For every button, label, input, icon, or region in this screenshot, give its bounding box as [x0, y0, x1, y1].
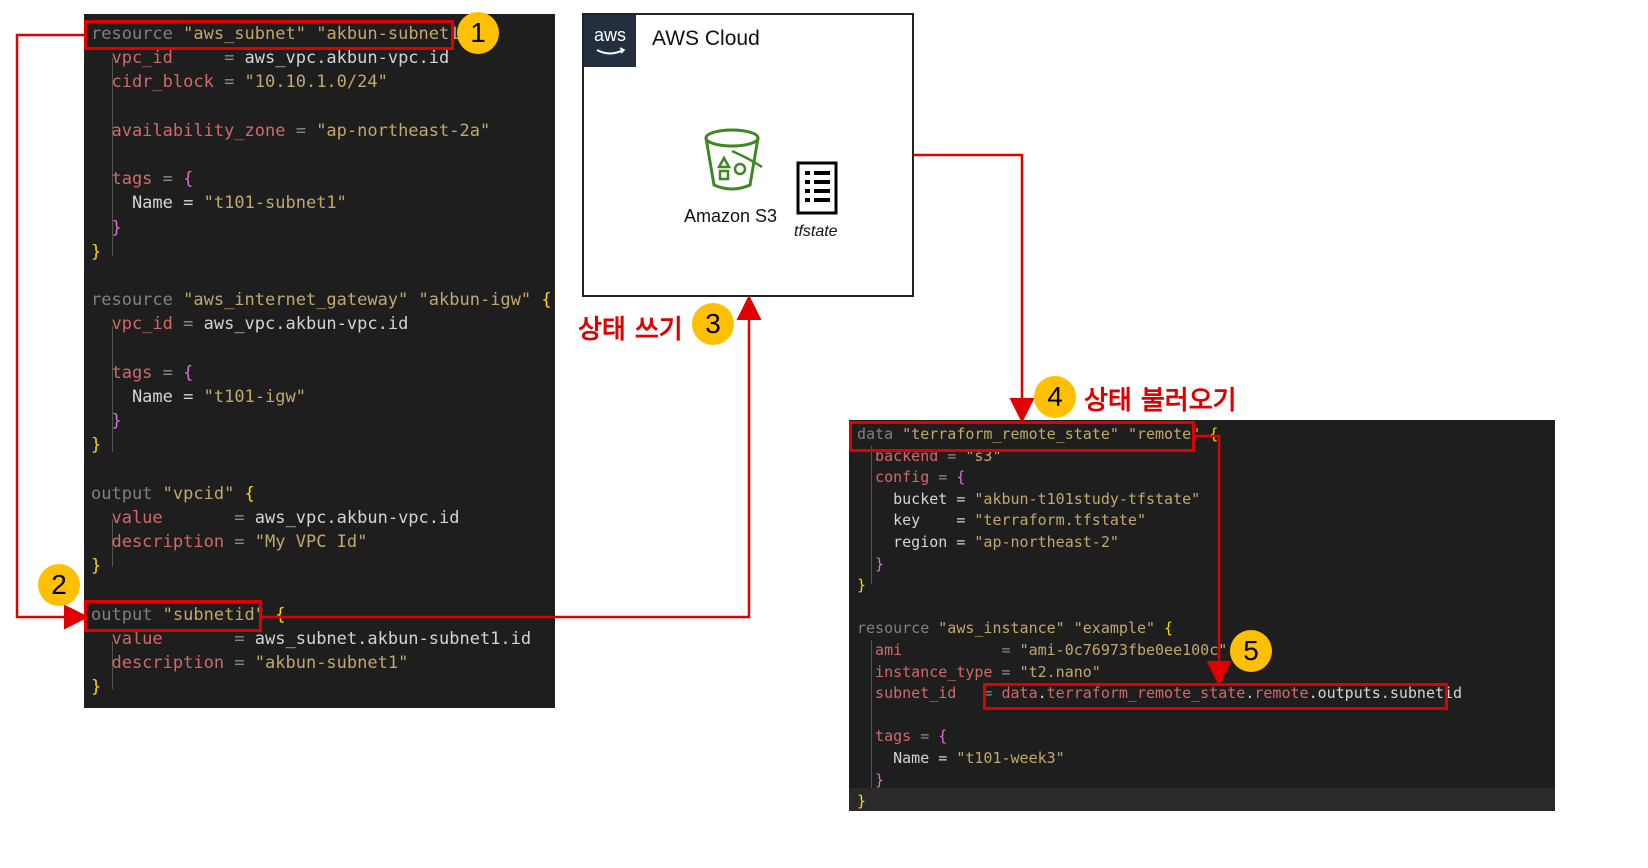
- code-line: config = {: [857, 468, 966, 487]
- highlight-output-subnetid: [84, 600, 262, 632]
- code-line: }: [91, 217, 122, 238]
- code-line: availability_zone = "ap-northeast-2a": [91, 120, 491, 141]
- code-line: Name = "t101-subnet1": [91, 193, 347, 214]
- code-line: region = "ap-northeast-2": [857, 533, 1119, 551]
- code-line: }: [91, 411, 122, 432]
- code-line: tags = {: [91, 362, 194, 383]
- code-line: cidr_block = "10.10.1.0/24": [91, 72, 388, 93]
- code-line: output "vpcid" {: [91, 483, 255, 504]
- code-line: description = "My VPC Id": [91, 532, 368, 553]
- code-line: Name = "t101-igw": [91, 387, 306, 407]
- s3-bucket-icon: [704, 128, 763, 191]
- highlight-remote-state: [849, 421, 1195, 452]
- code-line: }: [857, 792, 867, 811]
- step-badge-3: 3: [692, 303, 734, 345]
- code-line: vpc_id = aws_vpc.akbun-vpc.id: [91, 48, 450, 69]
- code-line: resource "aws_internet_gateway" "akbun-i…: [91, 290, 552, 311]
- s3-label: Amazon S3: [684, 206, 778, 226]
- right-code-panel: data "terraform_remote_state" "remote" {…: [849, 420, 1555, 811]
- step-badge-2: 2: [38, 564, 80, 606]
- code-line: }: [857, 770, 885, 789]
- code-line: ami = "ami-0c76973fbe0ee100c": [857, 641, 1228, 659]
- code-line: data "terraform_remote_state" "remote" {: [857, 425, 1219, 443]
- code-line: }: [91, 556, 102, 577]
- step-label-read-state: 상태 불러오기: [1084, 386, 1237, 416]
- step-label-write-state: 상태 쓰기: [578, 315, 683, 345]
- code-line: instance_type = "t2.nano": [857, 662, 1101, 681]
- code-line: bucket = "akbun-t101study-tfstate": [857, 489, 1201, 508]
- code-line: }: [91, 677, 102, 698]
- current-line-highlight: [849, 788, 1555, 811]
- code-line: tags = {: [91, 169, 194, 190]
- code-line: }: [857, 554, 885, 573]
- aws-cloud-box: aws AWS Cloud Amazon S3 tfstate: [582, 13, 914, 297]
- code-line: tags = {: [857, 727, 948, 746]
- code-line: }: [857, 576, 867, 595]
- aws-logo: aws: [584, 15, 636, 67]
- code-line: resource "aws_subnet" "akbun-subnet1" {: [91, 24, 490, 44]
- code-line: Name = "t101-week3": [857, 749, 1065, 767]
- code-line: subnet_id = data.terraform_remote_state.…: [857, 684, 1463, 703]
- code-line: key = "terraform.tfstate": [857, 511, 1146, 530]
- code-line: value = aws_vpc.akbun-vpc.id: [91, 508, 460, 528]
- code-line: }: [91, 435, 102, 456]
- highlight-subnet-resource: [84, 20, 454, 50]
- step-badge-1: 1: [457, 12, 499, 54]
- aws-cloud-title: AWS Cloud: [652, 27, 760, 50]
- arrow-s3-to-remote-state: [914, 153, 1035, 423]
- tfstate-label: tfstate: [794, 223, 838, 240]
- step-badge-4: 4: [1034, 376, 1076, 418]
- highlight-subnet-id-ref: [983, 683, 1448, 710]
- arrow-resource-to-output: [15, 33, 89, 630]
- aws-smile-icon: [596, 47, 626, 55]
- document-icon: [796, 161, 838, 215]
- step-badge-5: 5: [1230, 630, 1272, 672]
- code-line: value = aws_subnet.akbun-subnet1.id: [91, 629, 532, 649]
- code-line: description = "akbun-subnet1": [91, 653, 409, 674]
- code-line: vpc_id = aws_vpc.akbun-vpc.id: [91, 314, 409, 335]
- code-line: resource "aws_instance" "example" {: [857, 619, 1174, 638]
- code-line: }: [91, 241, 102, 262]
- aws-logo-text: aws: [593, 25, 626, 45]
